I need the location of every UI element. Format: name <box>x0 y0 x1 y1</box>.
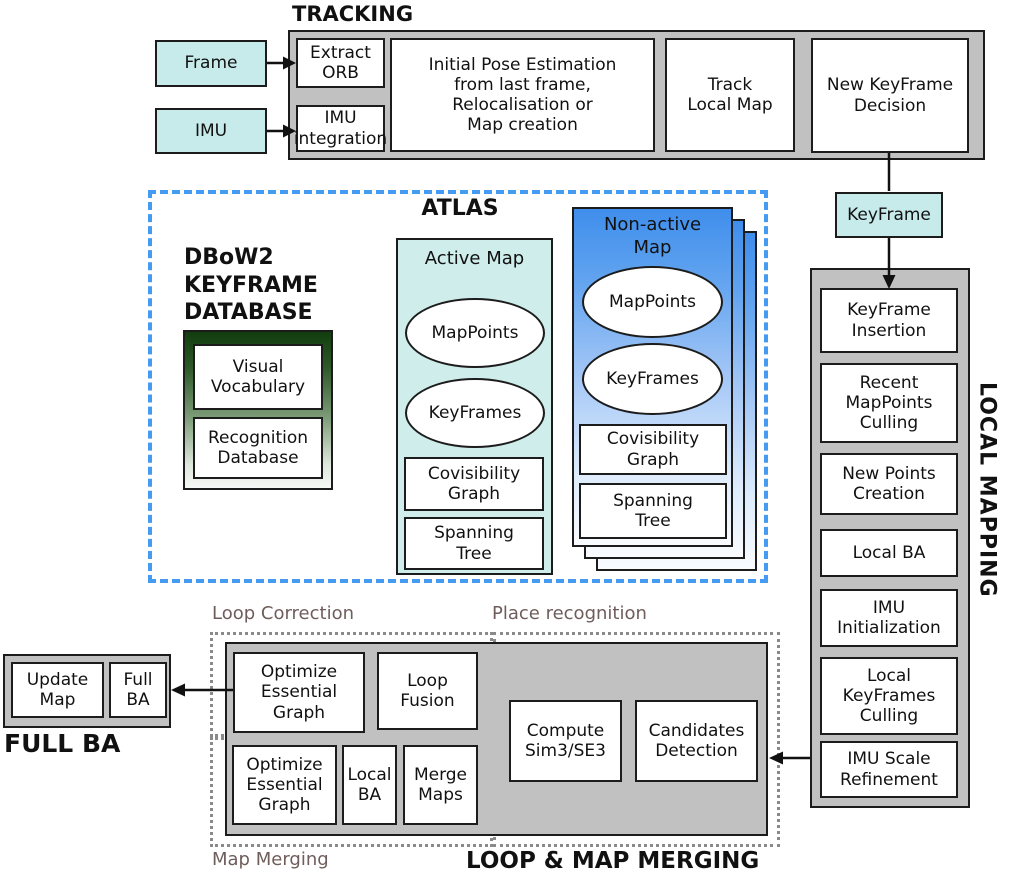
box-optimize-essential-graph-merge: Optimize Essential Graph <box>232 745 337 825</box>
box-spanning-tree-active: Spanning Tree <box>404 517 544 570</box>
active-map-title: Active Map <box>424 248 525 269</box>
box-track-local-map: Track Local Map <box>665 38 795 152</box>
non-active-map-title: Non-active Map <box>603 214 702 258</box>
box-local-keyframes-culling: Local KeyFrames Culling <box>820 657 958 735</box>
box-new-keyframe-decision: New KeyFrame Decision <box>811 38 969 153</box>
box-covisibility-graph-nonactive: Covisibility Graph <box>579 424 727 475</box>
atlas-border <box>148 190 768 583</box>
full-ba-container: Update Map Full BA <box>3 654 171 728</box>
active-map-panel: Active Map MapPoints KeyFrames Covisibil… <box>396 238 553 575</box>
box-local-ba-merge: Local BA <box>342 745 397 825</box>
box-imu-scale-refinement: IMU Scale Refinement <box>820 741 958 798</box>
active-map-keyframes-ellipse: KeyFrames <box>405 378 545 448</box>
box-covisibility-graph-active: Covisibility Graph <box>404 457 544 511</box>
box-recent-mappoints-culling: Recent MapPoints Culling <box>820 363 958 443</box>
non-active-map-keyframes-ellipse: KeyFrames <box>582 343 723 415</box>
box-optimize-essential-graph-loop: Optimize Essential Graph <box>233 652 365 733</box>
box-initial-pose-estimation: Initial Pose Estimation from last frame,… <box>390 38 655 152</box>
full-ba-title: FULL BA <box>4 729 121 758</box>
box-recognition-database: Recognition Database <box>193 417 323 479</box>
box-new-points-creation: New Points Creation <box>820 453 958 515</box>
dbow2-keyframe-database-title: DBoW2 KEYFRAME DATABASE <box>184 245 318 325</box>
atlas-title: ATLAS <box>421 196 499 221</box>
input-imu: IMU <box>155 108 267 154</box>
box-extract-orb: Extract ORB <box>296 38 385 88</box>
tracking-title: TRACKING <box>292 2 414 26</box>
input-frame: Frame <box>155 40 267 87</box>
loop-map-merging-title: LOOP & MAP MERGING <box>466 848 760 874</box>
box-spanning-tree-nonactive: Spanning Tree <box>579 483 727 539</box>
box-compute-sim3-se3: Compute Sim3/SE3 <box>509 700 622 782</box>
box-loop-fusion: Loop Fusion <box>377 652 478 730</box>
box-merge-maps: Merge Maps <box>403 745 478 825</box>
box-visual-vocabulary: Visual Vocabulary <box>193 344 323 410</box>
box-imu-initialization: IMU Initialization <box>820 589 958 647</box>
non-active-map-panel: Non-active Map MapPoints KeyFrames Covis… <box>572 207 733 547</box>
active-map-mappoints-ellipse: MapPoints <box>405 298 545 368</box>
box-full-ba: Full BA <box>109 662 167 718</box>
box-update-map: Update Map <box>11 662 104 718</box>
non-active-map-mappoints-ellipse: MapPoints <box>582 266 723 338</box>
loop-correction-label: Loop Correction <box>212 603 355 624</box>
local-mapping-container: KeyFrame Insertion Recent MapPoints Cull… <box>810 268 970 808</box>
box-keyframe-insertion: KeyFrame Insertion <box>820 288 958 353</box>
place-recognition-label: Place recognition <box>492 603 647 624</box>
box-candidates-detection: Candidates Detection <box>635 700 758 782</box>
keyframe-node: KeyFrame <box>835 192 943 238</box>
box-local-ba: Local BA <box>820 529 958 577</box>
box-imu-integration: IMU integration <box>294 105 387 152</box>
local-mapping-title: LOCAL MAPPING <box>974 382 1000 598</box>
map-merging-label: Map Merging <box>212 849 329 870</box>
